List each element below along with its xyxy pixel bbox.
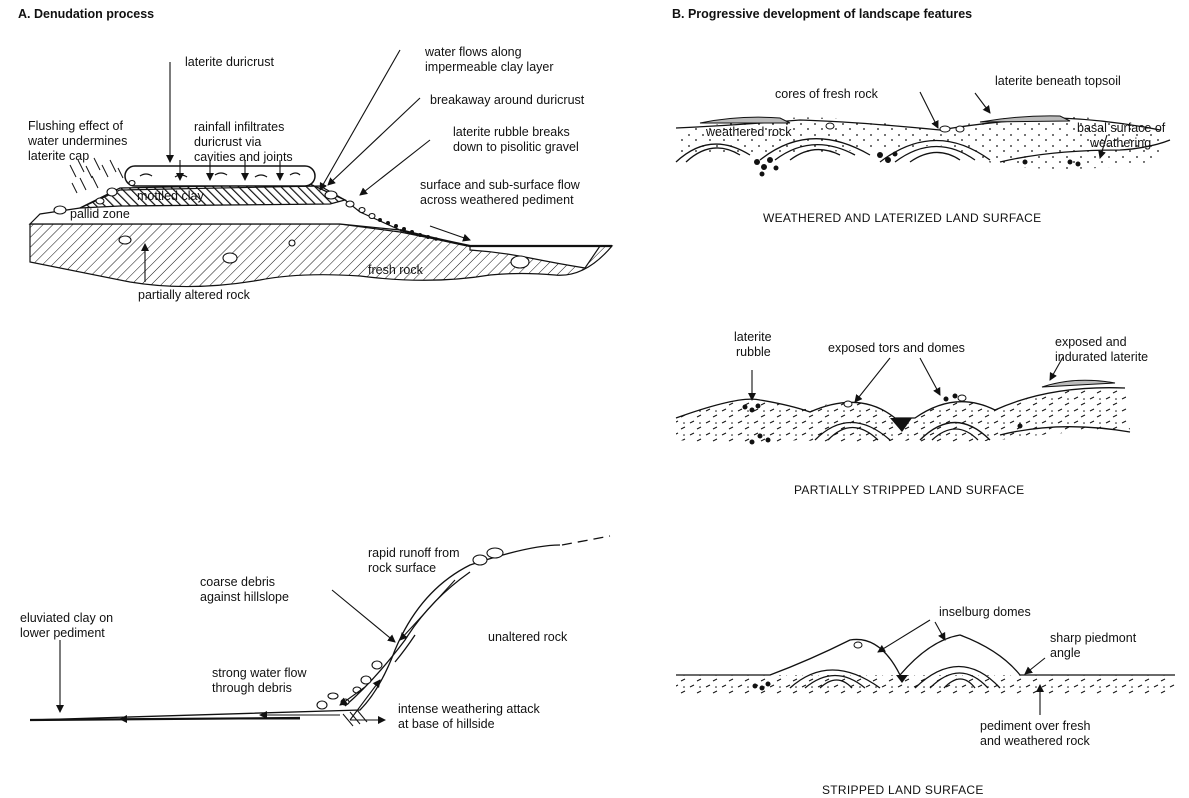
label-rainfall-1: rainfall infiltrates [194, 120, 284, 134]
label-rapid-2: rock surface [368, 561, 436, 575]
label-laterite-topsoil: laterite beneath topsoil [995, 74, 1121, 88]
label-strong-flow-1: strong water flow [212, 666, 307, 680]
label-pediment-2: and weathered rock [980, 734, 1091, 748]
panel-b-s2-diagram [676, 357, 1130, 445]
label-water-1: water flows along [424, 45, 522, 59]
label-duricrust: laterite duricrust [185, 55, 274, 69]
label-coarse-2: against hillslope [200, 590, 289, 604]
label-basal-1: basal surface of [1077, 121, 1166, 135]
label-cores-fresh-rock: cores of fresh rock [775, 87, 879, 101]
label-flushing-2: water undermines [27, 134, 127, 148]
label-flushing-3: laterite cap [28, 149, 89, 163]
caption-s3: STRIPPED LAND SURFACE [822, 783, 984, 797]
label-intense-2: at base of hillside [398, 717, 495, 731]
label-flushing-1: Flushing effect of [28, 119, 123, 133]
label-rainfall-3: cavities and joints [194, 150, 293, 164]
label-pallid-zone: pallid zone [70, 207, 130, 221]
label-exposed-1: exposed and [1055, 335, 1127, 349]
label-fresh-rock: fresh rock [368, 263, 424, 277]
label-pediment-1: pediment over fresh [980, 719, 1091, 733]
label-exposed-2: indurated laterite [1055, 350, 1148, 364]
label-basal-2: weathering [1089, 136, 1151, 150]
label-sharp-2: angle [1050, 646, 1081, 660]
label-eluviated-2: lower pediment [20, 626, 105, 640]
label-unaltered-rock: unaltered rock [488, 630, 568, 644]
label-eluviated-1: eluviated clay on [20, 611, 113, 625]
label-weathered-rock: weathered rock [705, 125, 792, 139]
caption-s2: PARTIALLY STRIPPED LAND SURFACE [794, 483, 1024, 497]
label-rainfall-2: duricrust via [194, 135, 261, 149]
panel-a-top-diagram [30, 50, 612, 287]
label-rubble-2: down to pisolitic gravel [453, 140, 579, 154]
panel-a-title: A. Denudation process [18, 7, 154, 21]
label-surface-2: across weathered pediment [420, 193, 574, 207]
label-breakaway: breakaway around duricrust [430, 93, 585, 107]
label-laterite-rubble-1: laterite [734, 330, 772, 344]
caption-s1: WEATHERED AND LATERIZED LAND SURFACE [763, 211, 1041, 225]
label-mottled-clay: mottled clay [137, 189, 204, 203]
label-laterite-rubble-2: rubble [736, 345, 771, 359]
label-partially-altered: partially altered rock [138, 288, 251, 302]
label-exposed-tors: exposed tors and domes [828, 341, 965, 355]
label-strong-flow-2: through debris [212, 681, 292, 695]
label-rapid-1: rapid runoff from [368, 546, 459, 560]
panel-b-title: B. Progressive development of landscape … [672, 7, 972, 21]
label-intense-1: intense weathering attack [398, 702, 541, 716]
label-sharp-1: sharp piedmont [1050, 631, 1137, 645]
label-inselburg: inselburg domes [939, 605, 1031, 619]
label-coarse-1: coarse debris [200, 575, 275, 589]
label-surface-1: surface and sub-surface flow [420, 178, 581, 192]
label-rubble-1: laterite rubble breaks [453, 125, 570, 139]
label-water-2: impermeable clay layer [425, 60, 554, 74]
